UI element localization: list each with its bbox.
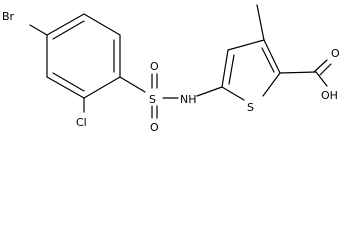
atom-o-carbonyl: O [331, 47, 340, 60]
atom-cl: Cl [76, 116, 87, 129]
bond-c-s-sulfonyl [119, 76, 146, 93]
atom-nh: NH [180, 93, 197, 106]
bond-c5-s-ring [221, 86, 245, 101]
bond-ring-c5-c6 [46, 76, 85, 99]
atom-o-top: O [150, 60, 159, 73]
atom-oh: OH [321, 89, 338, 102]
bond-c3-c2 [263, 39, 281, 74]
atom-s-sulfonyl: S [149, 93, 156, 106]
bond-c5-c4-inner [228, 54, 235, 85]
bond-ring-c4-c5 [83, 76, 121, 99]
molecule-diagram: Br Cl S O O NH S O OH [2, 4, 340, 134]
bond-c-oh [315, 71, 328, 87]
atom-br: Br [2, 10, 15, 23]
bond-ring-c1-c2 [46, 13, 85, 36]
bond-c2-carboxyl [279, 71, 317, 74]
bond-c-br [29, 24, 48, 36]
bond-c4-c3 [227, 39, 265, 51]
structure-canvas: Br Cl S O O NH S O OH [2, 4, 340, 134]
bond-c3-c2-inner [261, 47, 275, 73]
bond-ring-c2-c3 [83, 13, 121, 36]
bond-ring-inner-3 [52, 72, 85, 92]
bond-c-o-carbonyl-a [313, 59, 328, 73]
bond-c-o-carbonyl-b [319, 63, 332, 76]
bond-c3-methyl [256, 4, 265, 41]
bond-ring-inner-1 [52, 20, 85, 40]
atom-s-ring: S [247, 101, 254, 114]
bond-c5-c4 [221, 49, 229, 88]
atom-o-bottom: O [150, 121, 159, 134]
bond-nh-c5 [196, 86, 223, 97]
bond-c2-s-ring [262, 72, 281, 97]
